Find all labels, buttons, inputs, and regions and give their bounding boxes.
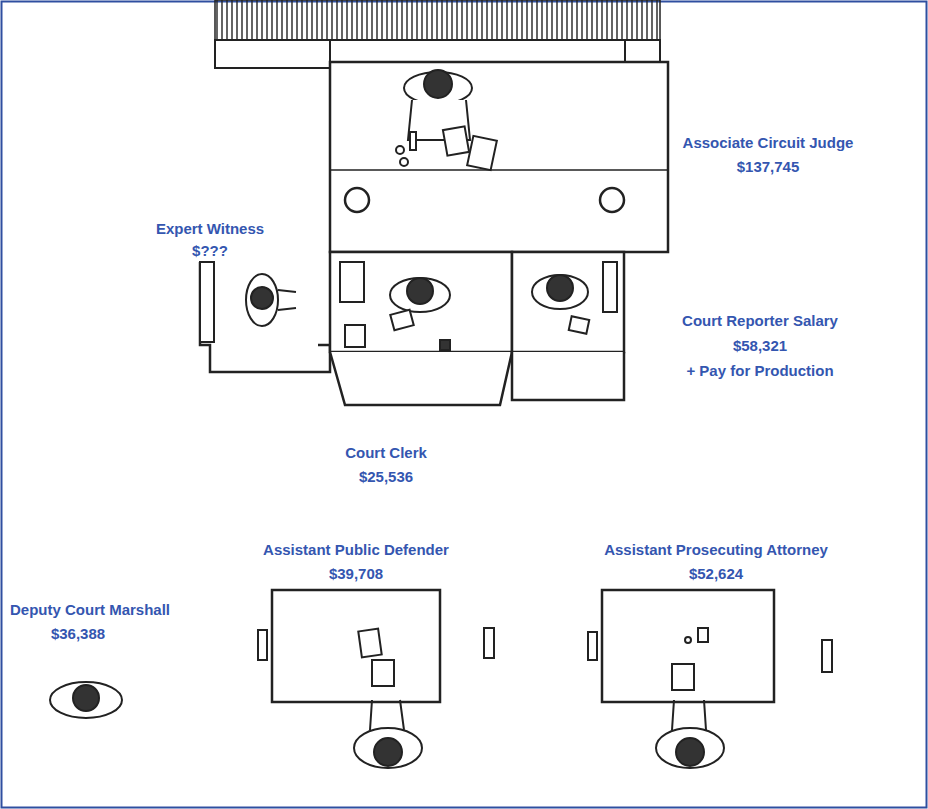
clerk-desk [330,252,512,352]
salary-label: $58,321 [733,337,787,355]
salary-label: Court Clerk [345,444,427,462]
salary-label: $137,745 [737,158,800,176]
salary-label: Deputy Court Marshall [10,601,170,619]
judge-bench [330,62,668,252]
judge-figure [396,70,497,170]
salary-label: $25,536 [359,468,413,486]
curtain [215,0,660,42]
clerk-figure [390,278,450,350]
microphone [345,188,369,212]
salary-label: Assistant Prosecuting Attorney [604,541,828,559]
salary-label: $36,388 [51,625,105,643]
witness-figure [246,274,296,326]
reporter-figure [532,275,589,334]
salary-label: Assistant Public Defender [263,541,449,559]
salary-label: Expert Witness [156,220,264,238]
salary-label: Associate Circuit Judge [683,134,854,152]
salary-label: $52,624 [689,565,743,583]
witness-box [200,262,330,372]
salary-label: + Pay for Production [686,362,833,380]
marshal-figure [50,682,122,718]
prosecution-table [602,590,774,702]
salary-label: $39,708 [329,565,383,583]
salary-label: $??? [192,242,228,260]
defender-figure [354,629,422,768]
reporter-desk [512,252,624,352]
defense-table [272,590,440,702]
microphone [600,188,624,212]
prosecutor-figure [656,628,724,768]
salary-label: Court Reporter Salary [682,312,838,330]
